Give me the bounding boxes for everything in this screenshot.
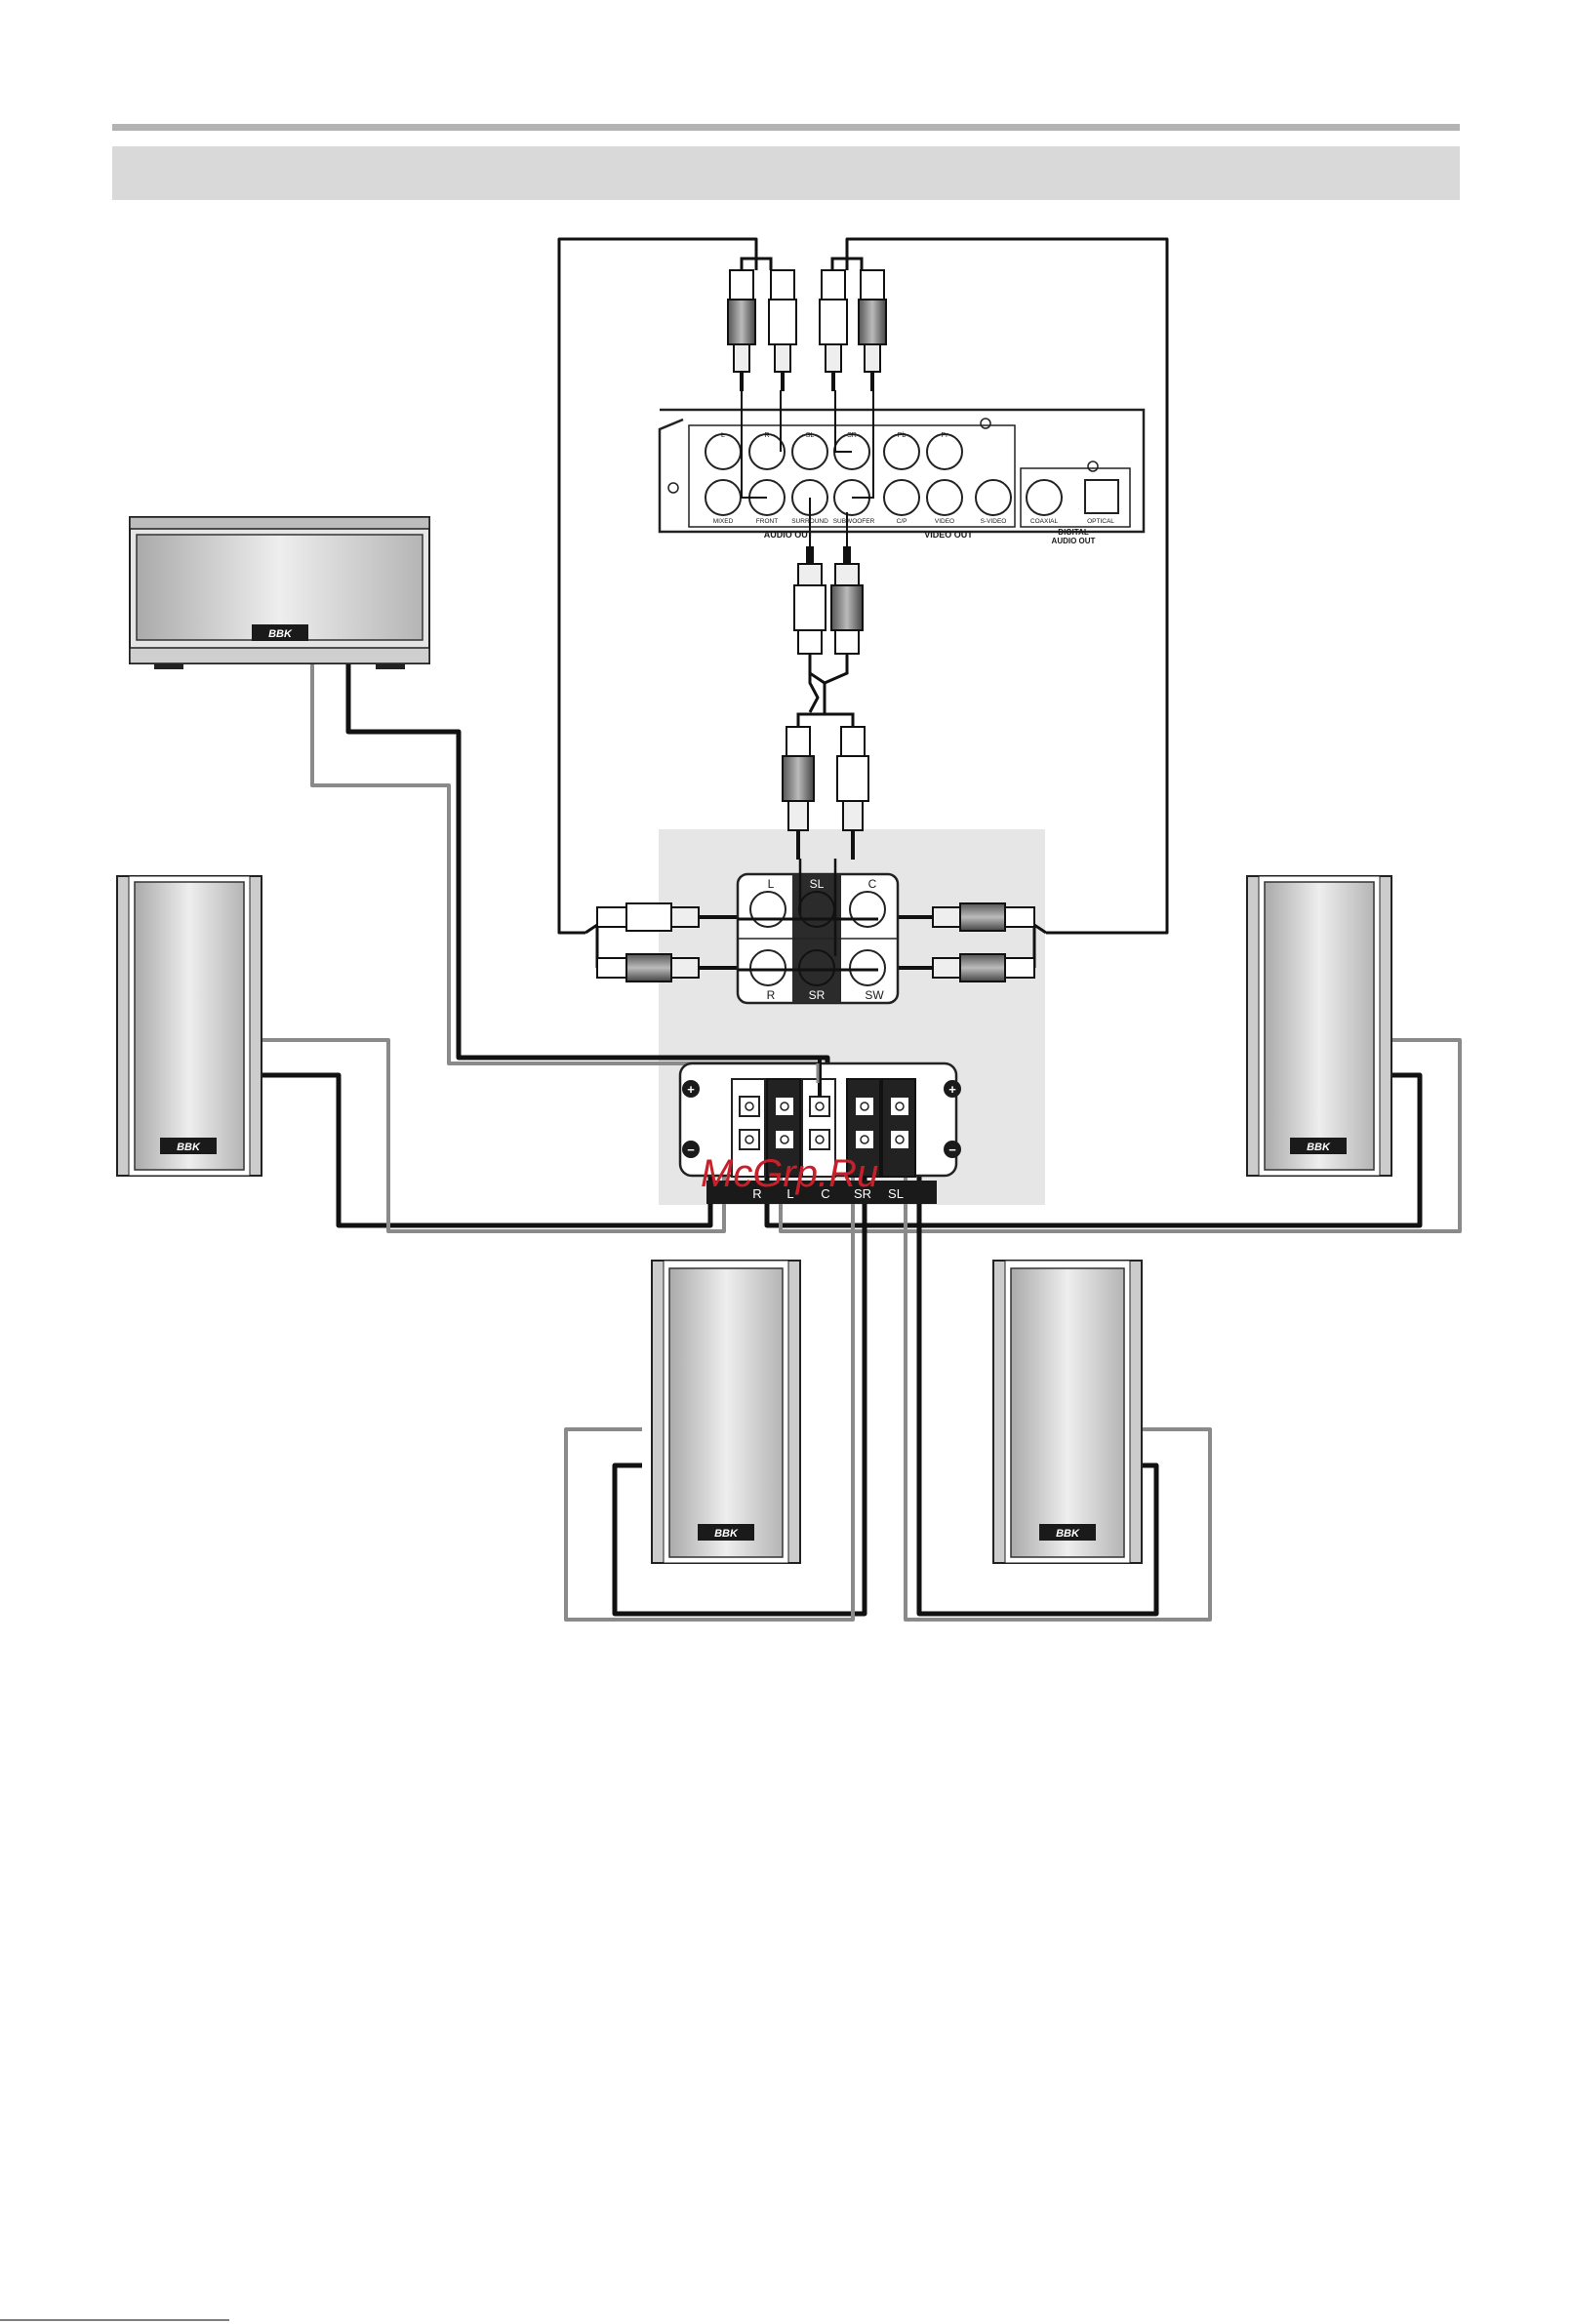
- dvd-bottom-label-8: OPTICAL: [1087, 518, 1114, 525]
- dvd-bottom-label-4: C/P: [897, 518, 907, 525]
- rca-plug-3: [820, 270, 847, 391]
- rca-plug-mid-2: [831, 546, 863, 654]
- header-band: [112, 146, 1460, 200]
- dvd-bottom-label-2: SURROUND: [791, 518, 828, 525]
- sub-input-label-r: R: [767, 988, 776, 1002]
- cable-front-left-dark: [262, 1075, 710, 1225]
- cable-center-sw-right: [847, 239, 1167, 933]
- sub-input-label-l: L: [768, 877, 775, 891]
- dvd-audio-out-label: AUDIO OUT: [764, 530, 814, 540]
- cable-front-left-light: [262, 1040, 724, 1231]
- dvd-bottom-label-7: COAXIAL: [1030, 518, 1059, 525]
- dvd-bottom-label-5: VIDEO: [935, 518, 954, 525]
- rca-plug-mid-1: [794, 546, 826, 654]
- watermark-text: McGrp.Ru: [701, 1152, 878, 1195]
- terminal-minus-right: −: [948, 1142, 956, 1157]
- dvd-bottom-jacks: [705, 480, 1118, 515]
- dvd-top-label-3: SR: [847, 432, 857, 439]
- front-right-speaker-logo: BBK: [1307, 1142, 1331, 1153]
- terminal-column-sl: [882, 1079, 915, 1177]
- dvd-bottom-label-3: SUBWOOFER: [833, 518, 875, 525]
- center-speaker-logo: BBK: [268, 628, 293, 640]
- surround-right-speaker: BBK: [652, 1261, 800, 1563]
- dvd-top-label-0: L: [721, 432, 725, 439]
- center-speaker: BBK: [130, 517, 429, 669]
- dvd-top-label-1: R: [764, 432, 769, 439]
- sub-input-label-c: C: [868, 877, 877, 891]
- front-left-speaker-logo: BBK: [177, 1142, 201, 1153]
- rca-plug-4: [859, 270, 886, 391]
- dvd-bottom-label-1: FRONT: [756, 518, 778, 525]
- rca-plugs-middle: [783, 546, 868, 860]
- dvd-digital-label-0: DIGITAL: [1058, 528, 1089, 537]
- terminal-label-sl: SL: [888, 1186, 904, 1201]
- dvd-bottom-label-0: MIXED: [713, 518, 734, 525]
- terminal-plus-left: +: [687, 1082, 695, 1097]
- surround-left-speaker: BBK: [993, 1261, 1142, 1563]
- sub-input-label-sl: SL: [810, 877, 825, 891]
- front-right-speaker: BBK: [1247, 876, 1391, 1176]
- dvd-player-rear: L R SL SR Pb Pr MIXED FRONT SURROUND SUB…: [660, 390, 1144, 546]
- cable-front-lr-left: [559, 239, 756, 933]
- header-rule: [112, 124, 1460, 131]
- rca-plug-1: [728, 270, 755, 391]
- dvd-top-label-5: Pr: [942, 432, 949, 439]
- surround-left-speaker-logo: BBK: [1056, 1528, 1080, 1540]
- rca-plugs-top: [728, 239, 886, 391]
- sub-input-label-sw: SW: [865, 988, 884, 1002]
- rca-plug-2: [769, 270, 796, 391]
- sub-input-label-sr: SR: [809, 988, 826, 1002]
- dvd-top-label-4: Pb: [898, 432, 907, 439]
- dvd-video-out-label: VIDEO OUT: [924, 530, 973, 540]
- dvd-digital-label-1: AUDIO OUT: [1052, 537, 1096, 545]
- terminal-minus-left: −: [687, 1142, 695, 1157]
- terminal-plus-right: +: [948, 1082, 956, 1097]
- dvd-bottom-label-6: S-VIDEO: [981, 518, 1007, 525]
- subwoofer-input-panel: L SL C R SR SW: [738, 859, 898, 1003]
- dvd-top-label-2: SL: [806, 432, 815, 439]
- surround-right-speaker-logo: BBK: [714, 1528, 739, 1540]
- front-left-speaker: BBK: [117, 876, 262, 1176]
